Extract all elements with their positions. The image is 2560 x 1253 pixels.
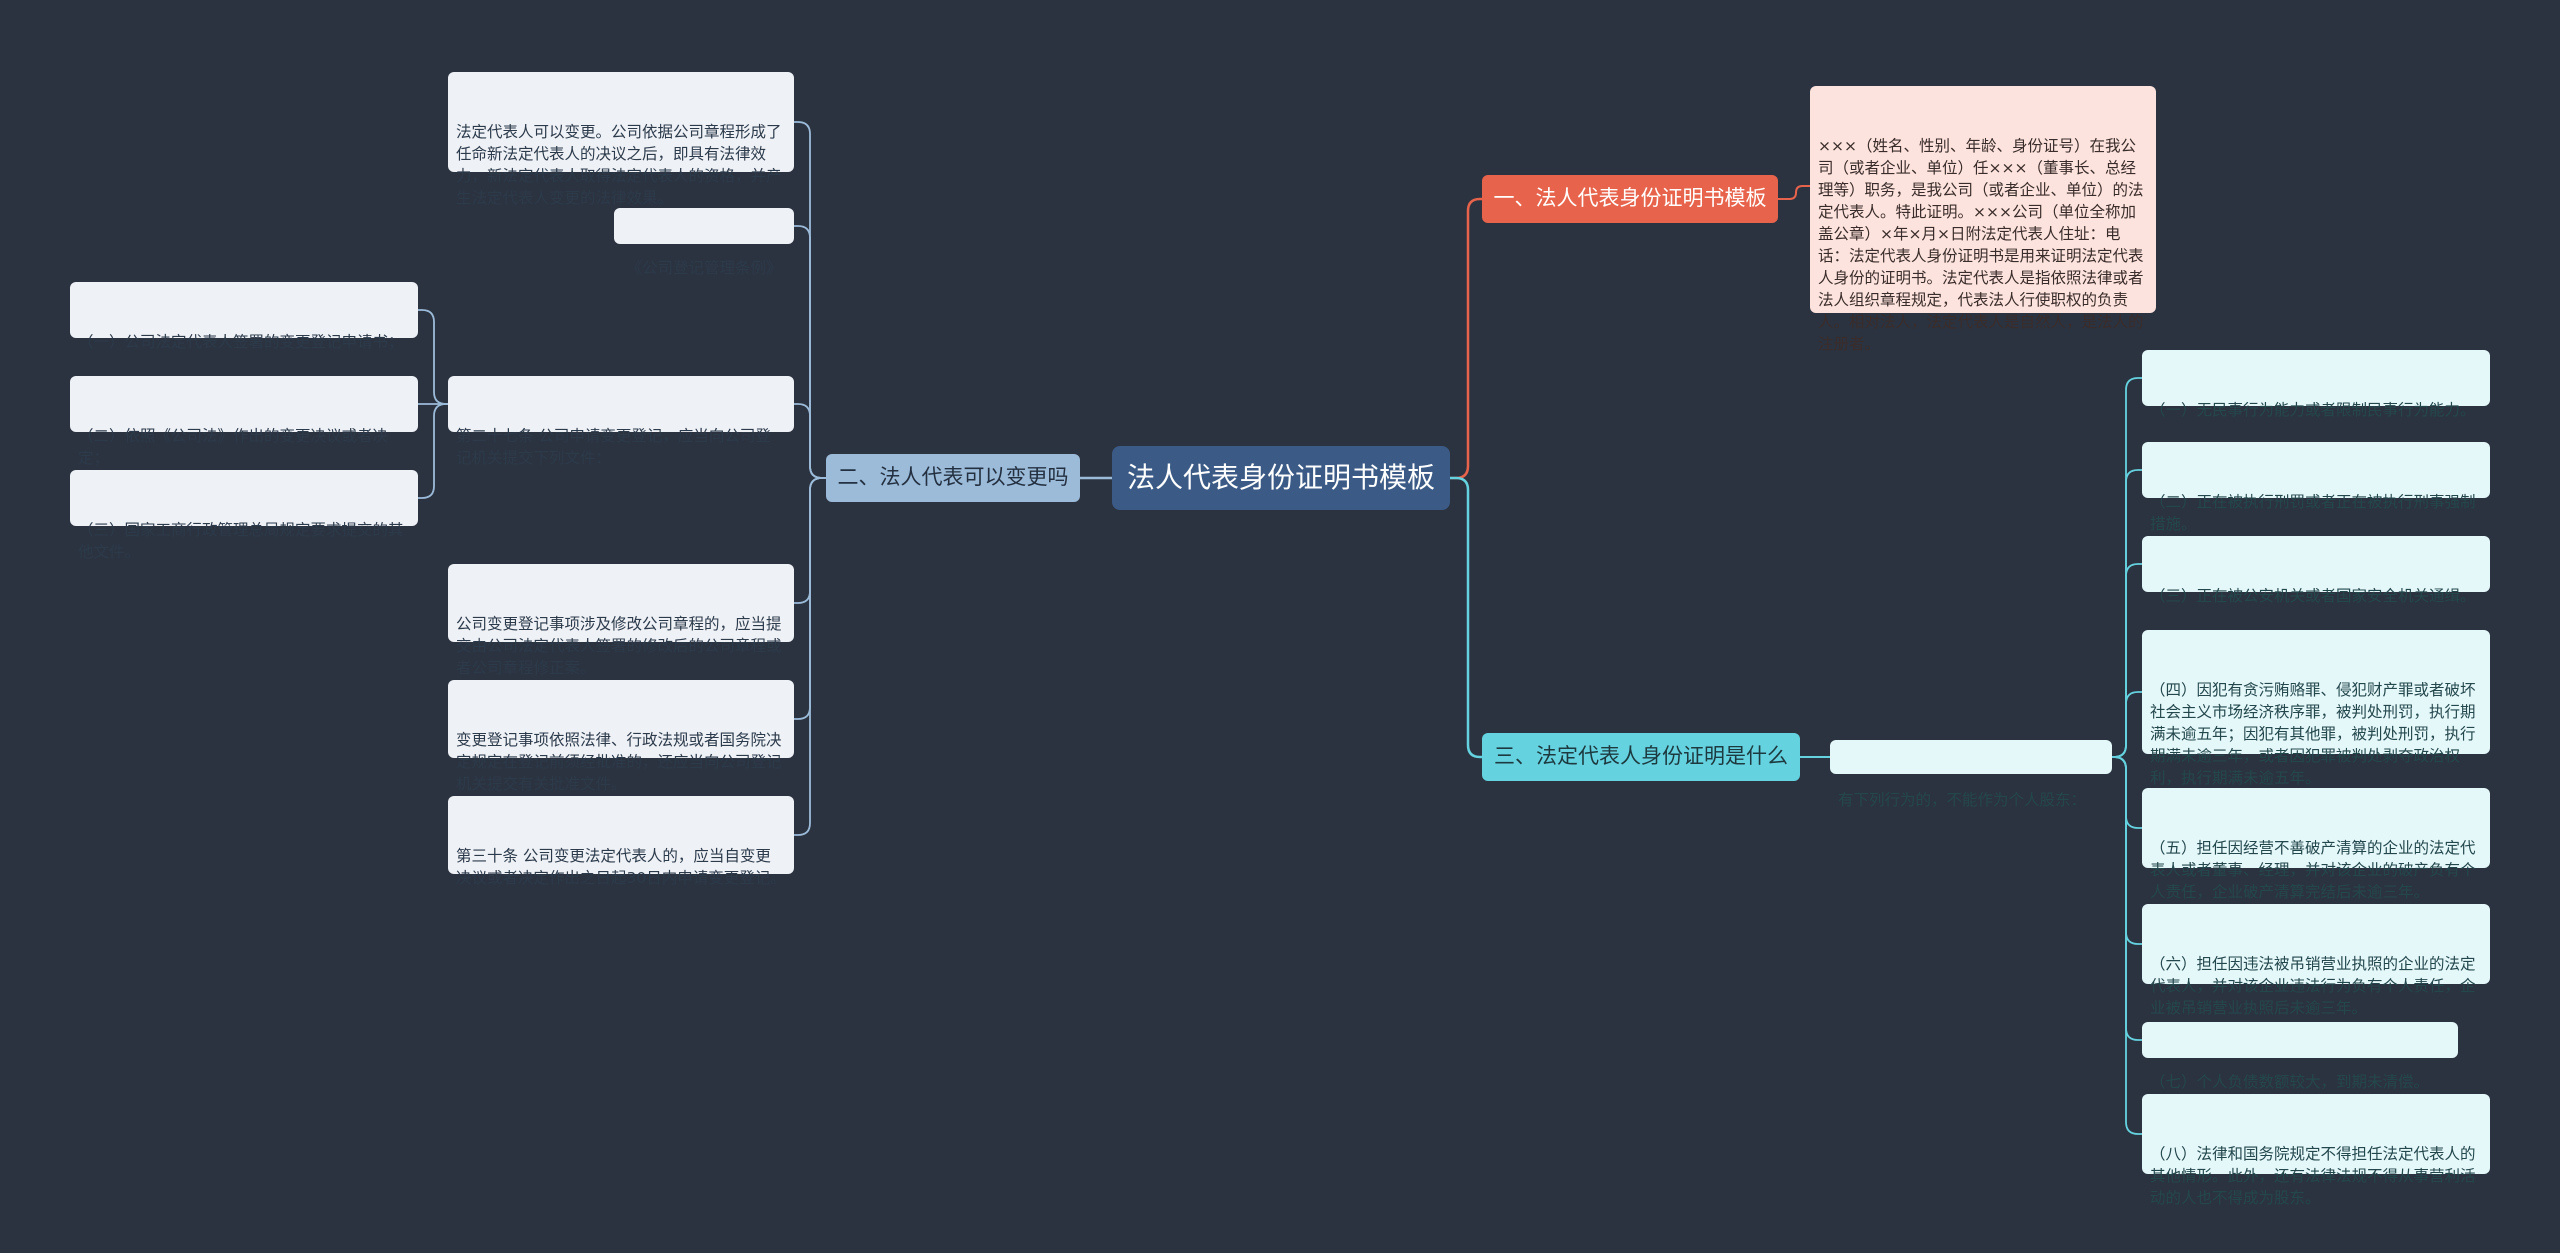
- link-branch3-item: [2112, 469, 2142, 758]
- branch-can-legal-rep-change[interactable]: 二、法人代表可以变更吗: [826, 454, 1080, 502]
- branch-label: 三、法定代表人身份证明是什么: [1494, 744, 1788, 769]
- link-root-branch1: [1450, 197, 1482, 480]
- link-branch2-item: [794, 477, 826, 836]
- link-root-branch3: [1450, 476, 1482, 759]
- link-branch2-item: [794, 403, 826, 479]
- link-branch3-item: [2112, 756, 2142, 829]
- list-item[interactable]: 变更登记事项依照法律、行政法规或者国务院决定规定在登记前须经批准的，还应当向公司…: [448, 680, 794, 793]
- branch-what-is-legal-rep-id[interactable]: 三、法定代表人身份证明是什么: [1482, 733, 1800, 781]
- list-item[interactable]: 第三十条 公司变更法定代表人的，应当自变更决议或者决定作出之日起30日内申请变更…: [448, 796, 794, 887]
- certificate-template-detail[interactable]: ×××（姓名、性别、年龄、身份证号）在我公司（或者企业、单位）任×××（董事长、…: [1810, 86, 2156, 353]
- link-article-subitem: [418, 403, 448, 499]
- root-topic-label: 法人代表身份证明书模板: [1126, 461, 1435, 495]
- link-branch3-item: [2112, 756, 2142, 1135]
- shareholder-restriction-intro[interactable]: 有下列行为的，不能作为个人股东：: [1830, 740, 2112, 809]
- list-item[interactable]: （七）个人负债数额较大，到期未清偿。: [2142, 1022, 2458, 1091]
- list-item[interactable]: （五）担任因经营不善破产清算的企业的法定代表人或者董事、经理，并对该企业的破产负…: [2142, 788, 2490, 901]
- branch-label: 一、法人代表身份证明书模板: [1493, 186, 1767, 211]
- branch-legal-rep-certificate-template[interactable]: 一、法人代表身份证明书模板: [1482, 175, 1778, 223]
- list-item[interactable]: （六）担任因违法被吊销营业执照的企业的法定代表人，并对该企业违法行为负有个人责任…: [2142, 904, 2490, 1017]
- detail-text: ×××（姓名、性别、年龄、身份证号）在我公司（或者企业、单位）任×××（董事长、…: [1818, 137, 2144, 353]
- root-topic[interactable]: 法人代表身份证明书模板: [1112, 446, 1450, 510]
- list-item[interactable]: （二）正在被执行刑罚或者正在被执行刑事强制措施。: [2142, 442, 2490, 533]
- link-branch3-item: [2112, 756, 2142, 1041]
- sub-list-item[interactable]: （三）国家工商行政管理总局规定要求提交的其他文件。: [70, 470, 418, 561]
- link-branch1-detail: [1778, 185, 1810, 200]
- branch-label: 二、法人代表可以变更吗: [837, 465, 1069, 490]
- list-item[interactable]: 第二十七条 公司申请变更登记，应当向公司登记机关提交下列文件：: [448, 376, 794, 467]
- list-item[interactable]: 公司变更登记事项涉及修改公司章程的，应当提交由公司法定代表人签署的修改后的公司章…: [448, 564, 794, 677]
- list-item[interactable]: （三）正在被公安机关或者国家安全机关通缉。: [2142, 536, 2490, 605]
- list-item[interactable]: 《公司登记管理条例》: [614, 208, 794, 277]
- list-item[interactable]: （八）法律和国务院规定不得担任法定代表人的其他情形。此外，还有法律法规不得从事营…: [2142, 1094, 2490, 1207]
- list-item[interactable]: （一）无民事行为能力或者限制民事行为能力。: [2142, 350, 2490, 419]
- sub-list-item[interactable]: （一）公司法定代表人签署的变更登记申请书；: [70, 282, 418, 351]
- link-branch3-item: [2112, 691, 2142, 758]
- link-branch3-item: [2112, 756, 2142, 945]
- list-item[interactable]: （四）因犯有贪污贿赂罪、侵犯财产罪或者破坏社会主义市场经济秩序罪，被判处刑罚，执…: [2142, 630, 2490, 787]
- link-branch3-item: [2112, 563, 2142, 758]
- list-item[interactable]: 法定代表人可以变更。公司依据公司章程形成了任命新法定代表人的决议之后，即具有法律…: [448, 72, 794, 207]
- link-article-subitem: [418, 309, 448, 405]
- sub-list-item[interactable]: （二）依照《公司法》作出的变更决议或者决定；: [70, 376, 418, 467]
